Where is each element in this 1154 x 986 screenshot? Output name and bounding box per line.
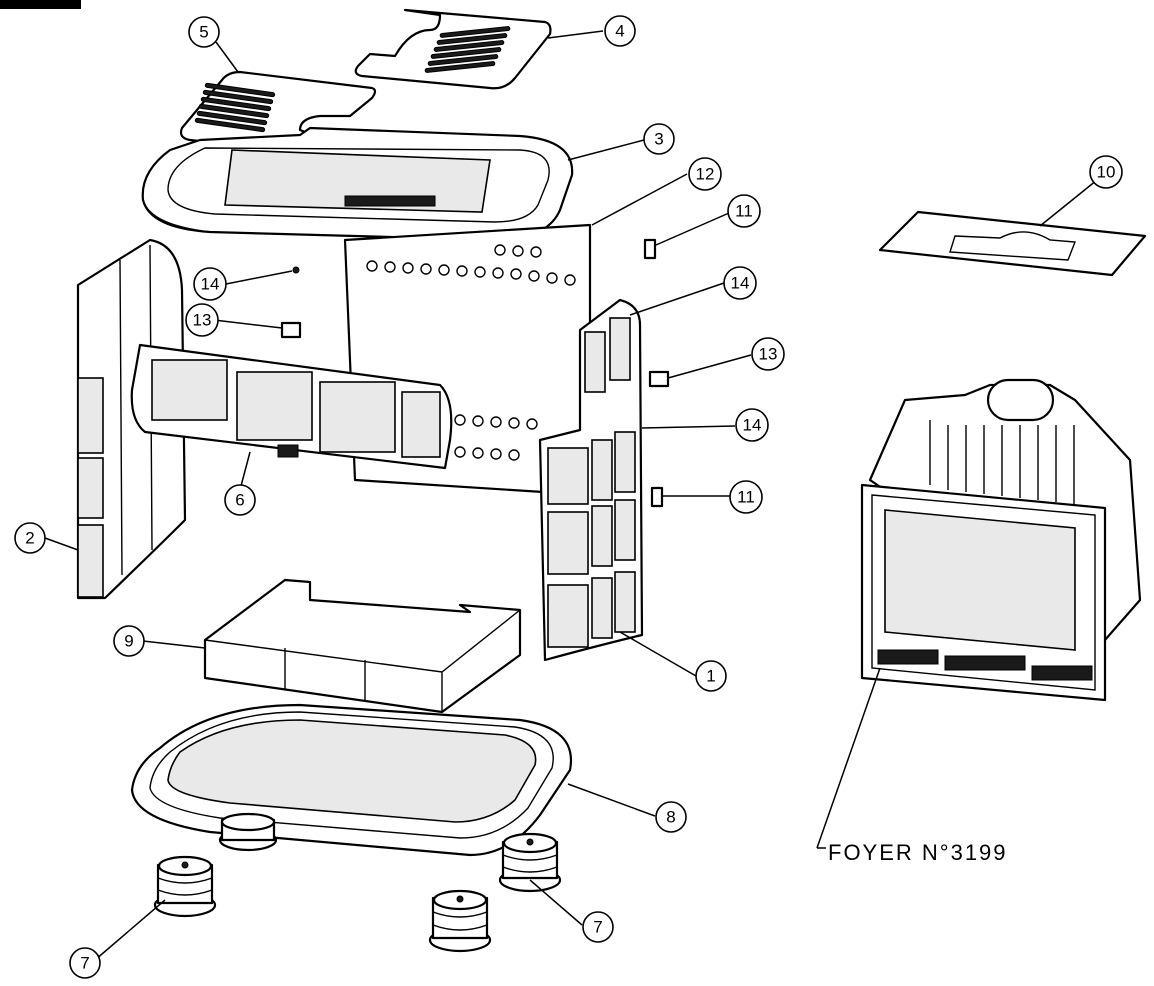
callout-2-label: 2 (25, 529, 34, 548)
part-1-right-side-panel (538, 298, 644, 662)
part-7-foot-front-left (153, 855, 217, 918)
part-5-top-lid-front (179, 70, 377, 154)
callout-14-upper-right: 14 (723, 266, 757, 300)
callout-14-left: 14 (193, 267, 227, 301)
callout-4: 4 (604, 15, 636, 47)
callout-14-left-label: 14 (201, 275, 220, 294)
part-4-top-lid-rear (354, 8, 552, 90)
part-9-base-block (203, 578, 522, 714)
callout-12-label: 12 (696, 165, 715, 184)
callout-1-label: 1 (706, 667, 715, 686)
foyer-label: FOYER N°3199 (828, 840, 1008, 865)
callout-14-lower-right: 14 (735, 408, 769, 442)
foyer-insert (860, 378, 1142, 702)
part-13-plate-right (648, 370, 670, 388)
part-13-plate-left (280, 321, 302, 339)
callout-3: 3 (643, 123, 675, 155)
part-11-bracket-lower (650, 486, 664, 508)
callout-7-right-label: 7 (593, 918, 602, 937)
callout-8-label: 8 (666, 808, 675, 827)
part-11-bracket-upper (643, 238, 657, 260)
part-2-left-side-panel (76, 238, 187, 600)
callout-6-label: 6 (235, 491, 244, 510)
callout-9-label: 9 (124, 632, 133, 651)
callout-13-right-label: 13 (759, 345, 778, 364)
callout-11-lower: 11 (729, 480, 763, 514)
callout-8: 8 (655, 801, 687, 833)
callout-14-lower-right-label: 14 (743, 416, 762, 435)
callout-3-label: 3 (654, 130, 663, 149)
callout-7-left: 7 (69, 947, 101, 979)
callout-10-label: 10 (1097, 163, 1116, 182)
part-10-flat-plate (878, 210, 1147, 277)
callout-12: 12 (688, 157, 722, 191)
part-7-foot-rear-right (498, 832, 562, 893)
callout-5-label: 5 (199, 23, 208, 42)
part-14-screw-left (292, 266, 300, 274)
callout-10: 10 (1089, 155, 1123, 189)
callout-4-label: 4 (615, 22, 624, 41)
part-8-base-plinth (130, 703, 573, 857)
callout-13-left-label: 13 (193, 311, 212, 330)
callout-5: 5 (188, 16, 220, 48)
callout-11-upper: 11 (727, 194, 761, 228)
callout-9: 9 (113, 625, 145, 657)
callout-7-right: 7 (582, 911, 614, 943)
callout-1: 1 (695, 660, 727, 692)
callout-2: 2 (14, 522, 46, 554)
callout-11-upper-label: 11 (735, 202, 753, 221)
callout-14-upper-right-label: 14 (731, 274, 750, 293)
part-7-foot-front-right (428, 889, 492, 953)
part-7-foot-rear-left (218, 812, 278, 852)
leader-lines (44, 30, 1098, 961)
callout-7-left-label: 7 (80, 954, 89, 973)
callout-11-lower-label: 11 (737, 488, 755, 507)
callout-13-left: 13 (185, 303, 219, 337)
callout-6: 6 (224, 484, 256, 516)
callout-13-right: 13 (751, 337, 785, 371)
corner-mark (0, 0, 81, 9)
part-3-top-frame (141, 126, 574, 242)
part-6-front-curved-panel (130, 343, 453, 470)
